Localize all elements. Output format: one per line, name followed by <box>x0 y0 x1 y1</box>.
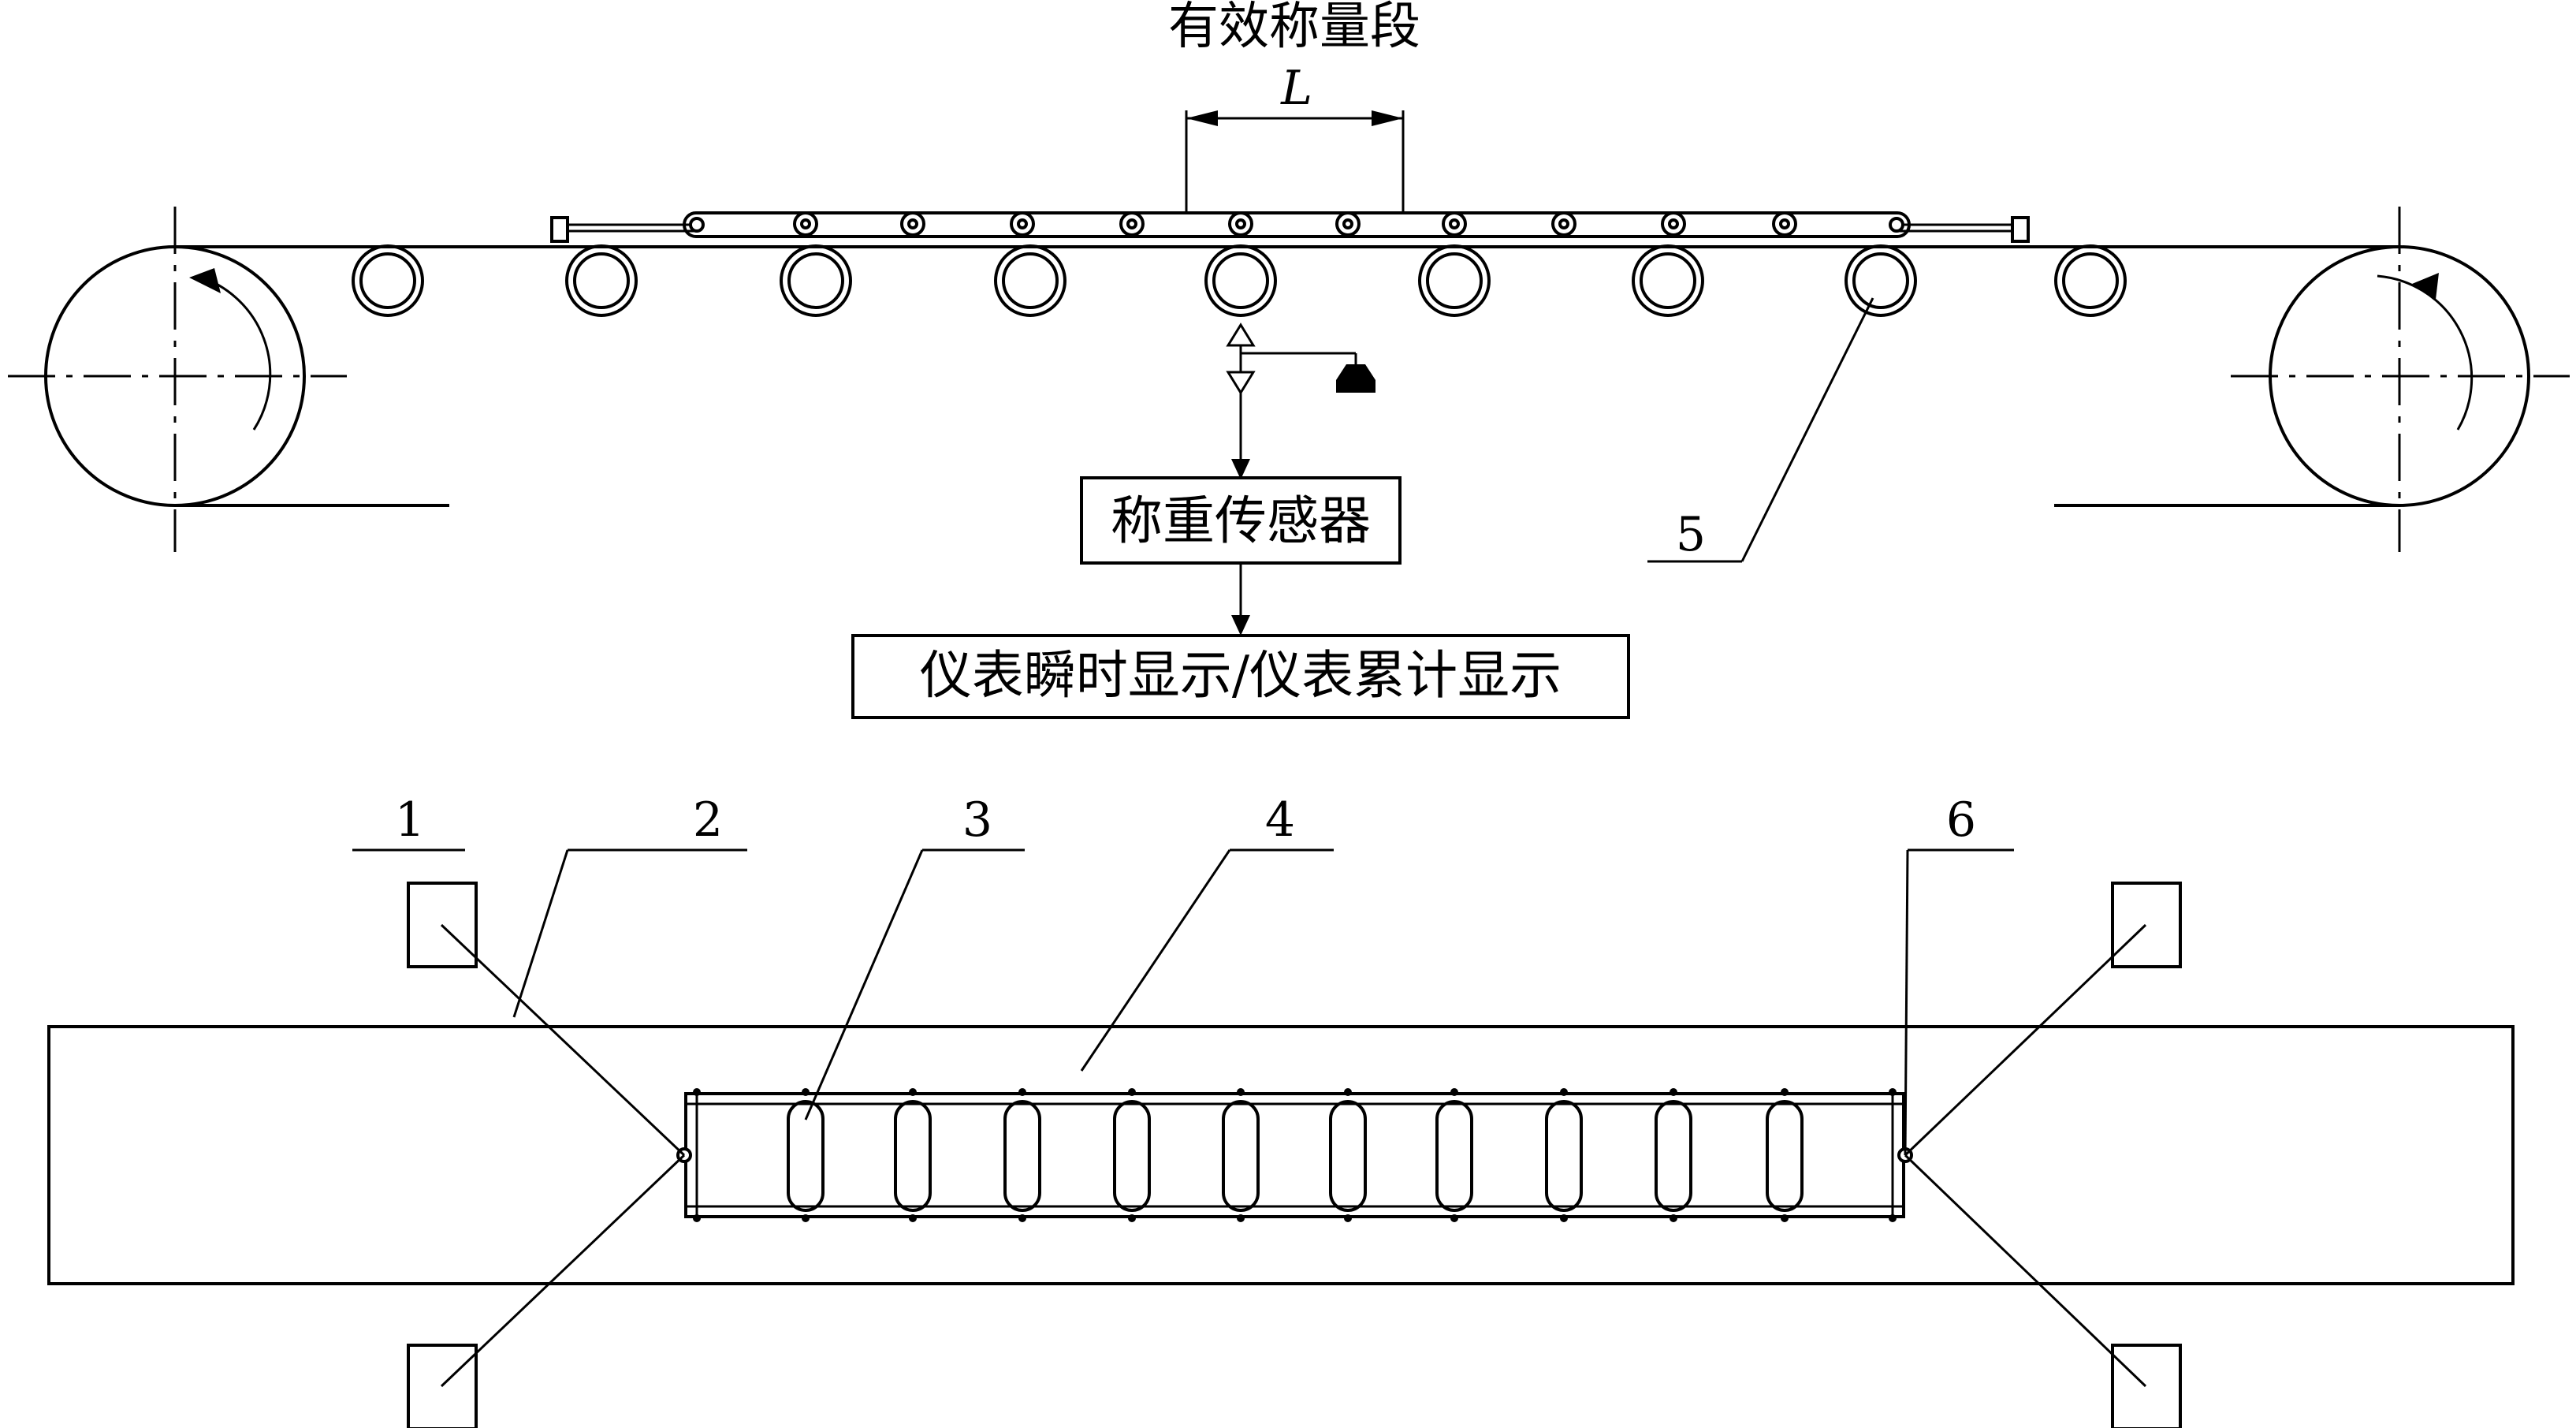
tie-wires <box>440 923 2147 1388</box>
length-symbol: L <box>1280 61 1312 116</box>
plan-view: 1 2 3 4 6 <box>47 792 2515 1428</box>
callout-2: 2 <box>693 792 723 848</box>
anchor-blocks <box>407 882 2182 1428</box>
right-rotation-arrow-icon <box>2412 273 2439 300</box>
callout-5: 5 <box>1676 507 1706 562</box>
left-pulley <box>8 207 347 552</box>
idler-rollers <box>352 244 2127 317</box>
instrument-display-box <box>851 634 1630 719</box>
callout-1: 1 <box>395 792 425 848</box>
weighing-sensor-label: 称重传感器 <box>1111 490 1371 551</box>
instrument-display-label: 仪表瞬时显示/仪表累计显示 <box>920 645 1562 706</box>
weighing-mechanism <box>1226 323 1375 479</box>
callout-3: 3 <box>962 792 992 848</box>
counterweight-icon <box>1336 364 1375 380</box>
chain-bar-plan <box>676 1088 1913 1222</box>
callout-4: 4 <box>1265 792 1295 848</box>
conveyor-frame <box>47 1025 2515 1285</box>
callout-6: 6 <box>1946 792 1976 848</box>
right-pulley <box>2231 207 2570 552</box>
elevation-view: 有效称量段 L 称重传感器 仪表瞬时显示/仪表累计显示 5 <box>8 0 2570 719</box>
leader-lines <box>352 848 2014 1156</box>
effective-weighing-section-label: 有效称量段 <box>1168 0 1420 56</box>
left-rotation-arrow-icon <box>189 268 221 293</box>
effective-length-dimension <box>1185 110 1405 213</box>
calibration-chain <box>550 211 2030 243</box>
